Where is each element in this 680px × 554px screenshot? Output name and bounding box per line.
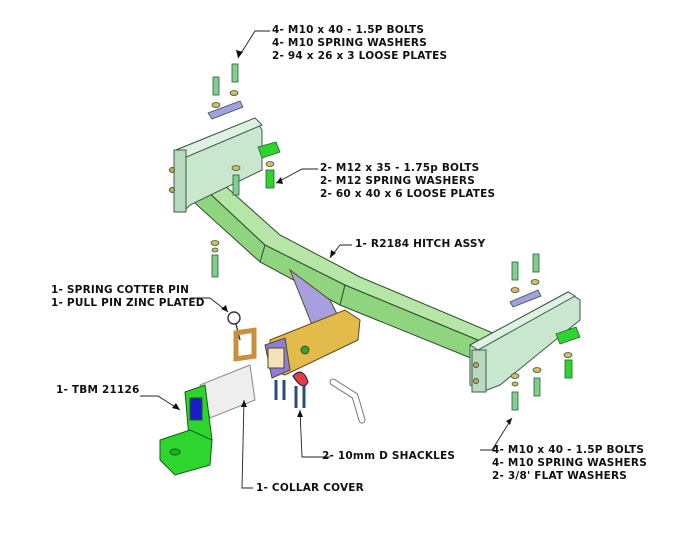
left-mounting-bracket bbox=[169, 117, 263, 213]
callout-line: 2- 60 x 40 x 6 LOOSE PLATES bbox=[320, 188, 496, 200]
right-bolts-and-plates bbox=[509, 253, 581, 411]
callout-hitch-assy: 1- R2184 HITCH ASSY bbox=[355, 238, 485, 251]
callout-line: 1- PULL PIN ZINC PLATED bbox=[51, 297, 205, 309]
tow-ball-mount bbox=[159, 364, 256, 476]
callout-line: 2- M12 x 35 - 1.75p BOLTS bbox=[320, 162, 480, 174]
pull-pin bbox=[329, 378, 366, 424]
callout-line: 4- M10 x 40 - 1.5P BOLTS bbox=[492, 444, 645, 456]
collar-cover bbox=[233, 327, 257, 362]
callout-top-bolts: 4- M10 x 40 - 1.5P BOLTS 4- M10 SPRING W… bbox=[272, 24, 447, 63]
callout-line: 2- 94 x 26 x 3 LOOSE PLATES bbox=[272, 50, 448, 62]
leader-lines bbox=[140, 30, 513, 489]
callout-line: 2- 3/8' FLAT WASHERS bbox=[492, 470, 628, 482]
callout-line: 4- M10 SPRING WASHERS bbox=[492, 457, 647, 469]
callout-pins: 1- SPRING COTTER PIN 1- PULL PIN ZINC PL… bbox=[51, 284, 205, 310]
callout-line: 1- SPRING COTTER PIN bbox=[51, 284, 190, 296]
callout-line: 4- M10 x 40 - 1.5P BOLTS bbox=[272, 24, 425, 36]
receiver-tube bbox=[264, 268, 361, 379]
callout-line: 1- COLLAR COVER bbox=[256, 482, 364, 494]
callout-tongue: 1- TBM 21126 bbox=[56, 384, 140, 397]
callout-line: 2- 10mm D SHACKLES bbox=[322, 450, 456, 462]
callout-line: 4- M10 SPRING WASHERS bbox=[272, 37, 427, 49]
right-mounting-bracket bbox=[469, 291, 581, 393]
callout-bottom-bolts: 4- M10 x 40 - 1.5P BOLTS 4- M10 SPRING W… bbox=[492, 444, 647, 483]
callout-line: 1- R2184 HITCH ASSY bbox=[355, 238, 486, 250]
callout-mid-bolts: 2- M12 x 35 - 1.75p BOLTS 2- M12 SPRING … bbox=[320, 162, 495, 201]
callout-line: 2- M12 SPRING WASHERS bbox=[320, 175, 475, 187]
callout-collar: 1- COLLAR COVER bbox=[256, 482, 364, 495]
leader-arrowheads bbox=[172, 50, 512, 425]
callout-shackles: 2- 10mm D SHACKLES bbox=[322, 450, 455, 463]
d-shackles bbox=[274, 371, 309, 408]
left-bolts-and-plates bbox=[207, 63, 281, 278]
callout-line: 1- TBM 21126 bbox=[56, 384, 140, 396]
